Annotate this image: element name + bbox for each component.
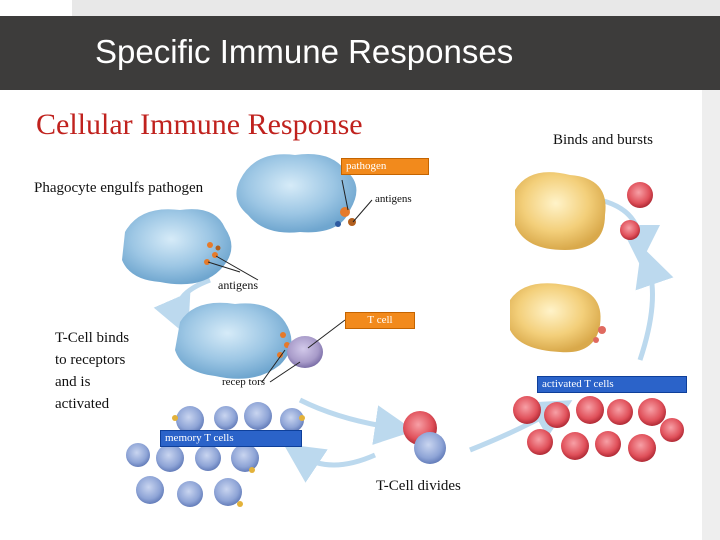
phagocyte-binding (175, 302, 292, 379)
dividing-t-cell (403, 411, 446, 464)
activated-t-cells-box: activated T cells (537, 376, 687, 393)
arrow-activated-to-burst (635, 246, 674, 361)
t-cell-box: T cell (345, 312, 415, 329)
activated-t-cell-group (513, 182, 684, 462)
pathogen-box: pathogen (341, 158, 429, 175)
memory-t-cells-box: memory T cells (160, 430, 302, 447)
label-phagocyte: Phagocyte engulfs pathogen (34, 180, 204, 196)
label-antigens-top: antigens (375, 193, 412, 205)
label-tcell-binds-line2: to receptors (55, 352, 126, 368)
target-cells (510, 172, 606, 353)
right-edge-strip (702, 90, 720, 540)
top-accent-bar (72, 0, 720, 16)
label-tcell-divides: T-Cell divides (376, 478, 461, 494)
arrow-divide-to-memory (283, 443, 377, 483)
memory-t-cell-group (126, 402, 305, 507)
phagocyte-top (236, 154, 357, 233)
slide-title: Specific Immune Responses (95, 33, 514, 70)
phagocyte-mid (122, 209, 232, 285)
label-tcell-binds-line1: T-Cell binds (55, 330, 130, 346)
arrow-phagocyte-to-tcell (153, 277, 211, 337)
label-binds-bursts: Binds and bursts (553, 132, 654, 148)
cycle-arrows (153, 197, 674, 483)
label-tcell-binds-line3: and is (55, 374, 91, 390)
arrow-burst-cycle (599, 197, 660, 265)
pointer-lines (207, 179, 373, 383)
title-bar (0, 16, 720, 90)
arrow-bind-to-divide (298, 397, 415, 445)
label-tcell-binds-line4: activated (55, 396, 110, 412)
label-receptors: recep tors (222, 376, 266, 388)
slide-subtitle: Cellular Immune Response (36, 108, 363, 141)
label-antigens-mid: antigens (218, 278, 258, 292)
